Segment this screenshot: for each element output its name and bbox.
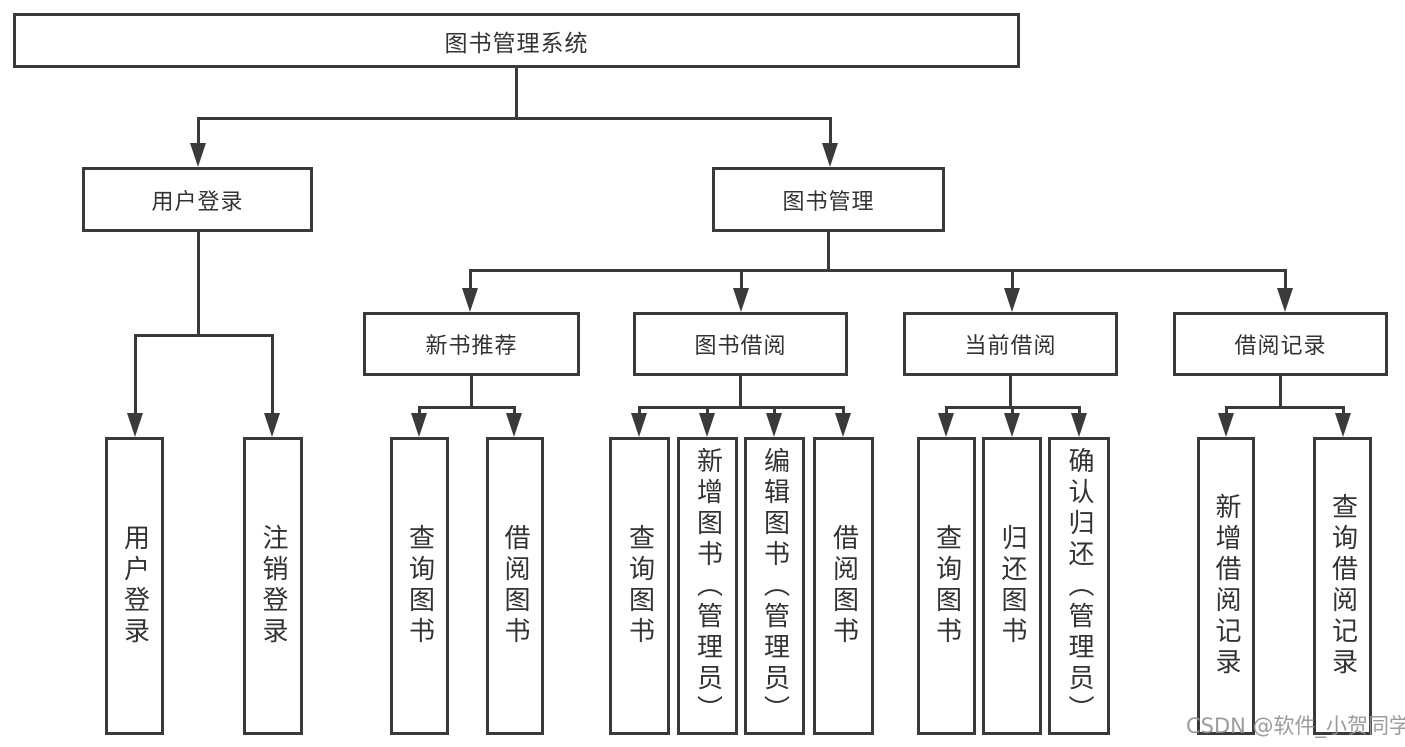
connector-segment: [1342, 407, 1345, 417]
connector-segment: [1225, 407, 1228, 417]
leaf-borrow-edit-books-admin: 编辑图书（管理员）: [744, 437, 805, 735]
arrow-down-icon: [1335, 413, 1351, 437]
arrow-down-icon: [631, 413, 647, 437]
arrow-down-icon: [506, 413, 522, 437]
connector-segment: [515, 68, 518, 118]
leaf-borrow-add-books-admin: 新增图书（管理员）: [677, 437, 738, 735]
leaf-borrow-query-books: 查询图书: [609, 437, 670, 735]
leaf-label: 编辑图书（管理员）: [759, 446, 790, 726]
leaf-record-add-borrow-record: 新增借阅记录: [1197, 437, 1255, 735]
arrow-down-icon: [1071, 413, 1087, 437]
connector-segment: [829, 118, 832, 145]
connector-segment: [773, 407, 776, 417]
connector-segment: [1009, 376, 1012, 408]
connector-segment: [513, 407, 516, 417]
arrow-down-icon: [462, 288, 478, 312]
connector-segment: [470, 376, 473, 408]
arrow-down-icon: [1004, 288, 1020, 312]
connector-segment: [1284, 270, 1287, 290]
leaf-label: 确认归还（管理员）: [1064, 446, 1094, 726]
csdn-watermark: CSDN @软件_小贺同学: [1186, 714, 1405, 738]
arrow-down-icon: [766, 413, 782, 437]
arrow-down-icon: [264, 413, 280, 437]
connector-segment: [739, 376, 742, 408]
arrow-down-icon: [127, 413, 143, 437]
connector-segment: [945, 407, 948, 417]
arrow-down-icon: [1004, 413, 1020, 437]
leaf-logout: 注销登录: [243, 437, 303, 735]
connector-segment: [469, 270, 472, 290]
arrow-down-icon: [1277, 288, 1293, 312]
leaf-label: 查询图书: [404, 524, 435, 648]
leaf-label: 归还图书: [997, 524, 1027, 648]
arrow-down-icon: [733, 288, 749, 312]
node-library-system: 图书管理系统: [13, 13, 1020, 68]
node-label: 图书管理系统: [444, 30, 589, 57]
node-label: 图书借阅: [694, 334, 787, 359]
connector-segment: [1225, 406, 1345, 409]
leaf-label: 查询图书: [931, 524, 962, 648]
node-borrow-record: 借阅记录: [1173, 312, 1388, 376]
arrow-down-icon: [190, 143, 206, 167]
arrow-down-icon: [938, 413, 954, 437]
node-label: 新书推荐: [425, 334, 518, 359]
leaf-label: 借阅图书: [828, 524, 859, 648]
connector-segment: [1279, 376, 1282, 408]
leaf-current-query-books: 查询图书: [917, 437, 976, 735]
connector-segment: [638, 407, 641, 417]
connector-segment: [740, 270, 743, 290]
leaf-newbook-query-books: 查询图书: [390, 437, 449, 735]
connector-segment: [1011, 407, 1014, 417]
leaf-label: 注销登录: [258, 524, 288, 648]
connector-segment: [1078, 407, 1081, 417]
node-book-management: 图书管理: [712, 167, 945, 232]
connector-segment: [842, 407, 845, 417]
leaf-user-login: 用户登录: [105, 437, 164, 735]
leaf-current-return-books: 归还图书: [982, 437, 1042, 735]
node-user-login: 用户登录: [82, 167, 313, 232]
node-label: 当前借阅: [964, 334, 1057, 359]
node-label: 用户登录: [151, 189, 244, 215]
leaf-label: 新增借阅记录: [1211, 493, 1241, 679]
arrow-down-icon: [411, 413, 427, 437]
connector-segment: [418, 407, 421, 417]
leaf-label: 借阅图书: [500, 524, 530, 648]
connector-segment: [197, 118, 200, 145]
leaf-label: 查询借阅记录: [1327, 493, 1358, 679]
arrow-down-icon: [822, 143, 838, 167]
leaf-newbook-borrow-books: 借阅图书: [486, 437, 544, 735]
arrow-down-icon: [835, 413, 851, 437]
connector-segment: [197, 117, 832, 120]
arrow-down-icon: [1218, 413, 1234, 437]
connector-segment: [134, 334, 274, 337]
node-label: 借阅记录: [1234, 334, 1327, 359]
connector-segment: [638, 406, 845, 409]
connector-segment: [197, 232, 200, 336]
leaf-label: 查询图书: [624, 524, 655, 648]
leaf-label: 用户登录: [119, 524, 150, 648]
node-book-borrow: 图书借阅: [633, 312, 848, 376]
arrow-down-icon: [699, 413, 715, 437]
leaf-label: 新增图书（管理员）: [692, 446, 723, 726]
connector-segment: [827, 232, 830, 272]
node-current-borrow: 当前借阅: [903, 312, 1118, 376]
leaf-record-query-borrow-record: 查询借阅记录: [1313, 437, 1372, 735]
node-label: 图书管理: [782, 189, 875, 215]
leaf-borrow-borrow-books: 借阅图书: [813, 437, 874, 735]
node-new-book-recommend: 新书推荐: [363, 312, 580, 376]
connector-segment: [469, 269, 1287, 272]
connector-segment: [1011, 270, 1014, 290]
connector-segment: [706, 407, 709, 417]
connector-segment: [134, 335, 137, 415]
leaf-current-confirm-return-admin: 确认归还（管理员）: [1048, 437, 1110, 735]
connector-segment: [418, 406, 516, 409]
connector-segment: [271, 335, 274, 415]
